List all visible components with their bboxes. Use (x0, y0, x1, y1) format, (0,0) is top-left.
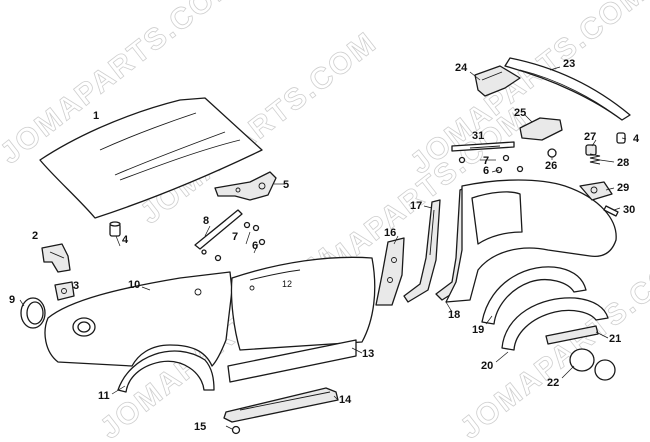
part-rear-arch-lower (501, 297, 609, 351)
callout-21: 21 (609, 333, 621, 345)
part-latch-plate (579, 181, 613, 201)
callout-2: 2 (32, 230, 38, 242)
callout-24: 24 (455, 62, 468, 74)
part-small-stop (547, 148, 557, 158)
callout-1: 1 (93, 110, 99, 122)
callout-6b: 6 (483, 165, 489, 177)
callout-27: 27 (584, 131, 596, 143)
callout-18: 18 (448, 309, 460, 321)
part-hardware-front (201, 221, 266, 262)
callout-16: 16 (384, 227, 396, 239)
callout-9: 9 (9, 294, 15, 306)
part-headlight-bucket (20, 297, 46, 329)
callout-14: 14 (339, 394, 352, 406)
part-door-post (375, 237, 405, 306)
part-rear-hatch (504, 57, 631, 121)
callout-4a: 4 (122, 234, 129, 246)
part-b-pillar (403, 199, 441, 303)
part-small-bracket (54, 281, 75, 301)
callout-22: 22 (547, 377, 559, 389)
part-rear-quarter-panel (445, 179, 617, 303)
callout-23: 23 (563, 58, 575, 70)
callout-8: 8 (203, 215, 209, 227)
part-latch-cylinder (585, 144, 597, 156)
part-rocker-panel (227, 339, 357, 383)
part-front-arch-trim (117, 350, 215, 393)
part-front-hood (39, 97, 263, 219)
callout-25: 25 (514, 107, 526, 119)
callout-29: 29 (617, 182, 629, 194)
callout-3: 3 (73, 280, 79, 292)
callout-12: 12 (282, 279, 292, 289)
watermark-text: JOMAPARTS.COM (404, 0, 650, 181)
callout-31: 31 (472, 130, 484, 142)
callout-20: 20 (481, 360, 493, 372)
callout-7b: 7 (483, 155, 489, 167)
part-sill (223, 387, 339, 423)
callout-19: 19 (472, 324, 484, 336)
part-rear-arch (481, 266, 587, 325)
callout-28: 28 (617, 157, 629, 169)
part-hatch-hinge (474, 65, 521, 97)
callout-5: 5 (283, 179, 289, 191)
part-hinge-bracket (519, 117, 563, 141)
part-fastener (231, 425, 241, 435)
callout-10: 10 (128, 279, 140, 291)
part-door (230, 256, 376, 351)
callout-26: 26 (545, 160, 557, 172)
part-gas-strut-rear (451, 141, 515, 152)
part-hardware-rear (458, 154, 524, 174)
part-gas-strut-front (194, 209, 243, 250)
part-hood-hinge (214, 171, 277, 201)
callout-4b: 4 (633, 133, 640, 145)
leader-lines (19, 66, 627, 430)
part-bracket (41, 243, 71, 273)
callout-11: 11 (98, 390, 110, 402)
part-bushing-right (616, 132, 626, 144)
part-spring (589, 153, 601, 165)
callout-labels: 1 2 3 4 4 5 6 6 7 7 8 9 10 11 12 13 14 1… (9, 58, 640, 433)
callout-6a: 6 (252, 240, 258, 252)
callout-17: 17 (410, 200, 422, 212)
part-front-fender (44, 271, 233, 367)
part-bushing-left (109, 221, 121, 237)
callout-13: 13 (362, 348, 374, 360)
part-panel-trim (545, 325, 599, 345)
callout-30: 30 (623, 204, 635, 216)
callout-15: 15 (194, 421, 206, 433)
callout-7a: 7 (232, 231, 238, 243)
part-fuel-door (569, 348, 616, 381)
